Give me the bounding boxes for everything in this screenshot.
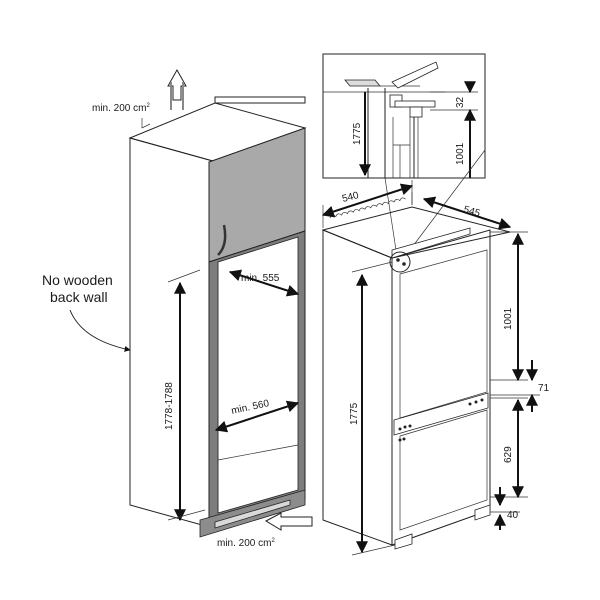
door-handle-icon	[217, 224, 227, 256]
cabinet-depth-dim	[228, 269, 300, 297]
fridge-upper-door	[399, 249, 488, 419]
cabinet: min. 200 cm2 min. 200 cm2 No w	[42, 68, 313, 549]
cabinet-height-label: 1778-1788	[164, 382, 175, 430]
top-plinth	[214, 96, 306, 104]
note-line-1: No wooden	[42, 272, 113, 288]
fridge-height-label: 1775	[349, 402, 360, 425]
fridge-width-label: 540	[341, 190, 360, 205]
bottom-vent-label: min. 200 cm2	[217, 538, 275, 549]
cabinet-depth-label: min. 555	[241, 273, 280, 284]
fridge-foot-right	[474, 504, 491, 521]
fridge-gap-label: 71	[538, 383, 550, 394]
fridge: 540 545 1775 1001 71 629 40	[321, 180, 550, 556]
detail-height-label: 1775	[352, 122, 363, 145]
fridge-depth-label: 545	[462, 204, 481, 219]
fridge-front	[391, 229, 491, 546]
fridge-lower-label: 629	[503, 446, 514, 463]
note-line-2: back wall	[50, 289, 108, 305]
fridge-foot-left	[394, 533, 413, 550]
top-vent-arrow-icon	[167, 68, 187, 110]
fridge-depth-dim	[422, 196, 512, 230]
bottom-vent-arrow-icon	[264, 512, 313, 531]
fridge-width-dim	[321, 183, 414, 218]
detail-upper-label: 1001	[455, 142, 466, 165]
cabinet-width-dim	[214, 400, 300, 433]
top-vent-label: min. 200 cm2	[92, 103, 150, 114]
fridge-side	[322, 229, 393, 546]
divider-dots	[398, 398, 484, 442]
bottom-vent-grille	[199, 489, 306, 538]
fridge-lower-door	[399, 409, 488, 531]
detail-top-label: 32	[455, 96, 466, 108]
cabinet-side	[129, 137, 221, 531]
fridge-bottom-label: 40	[507, 510, 519, 521]
hinge-detail-circle	[389, 251, 411, 273]
detail-box: 1775 32 1001	[322, 53, 486, 251]
note-pointer	[69, 309, 131, 352]
fridge-upper-label: 1001	[503, 307, 514, 330]
